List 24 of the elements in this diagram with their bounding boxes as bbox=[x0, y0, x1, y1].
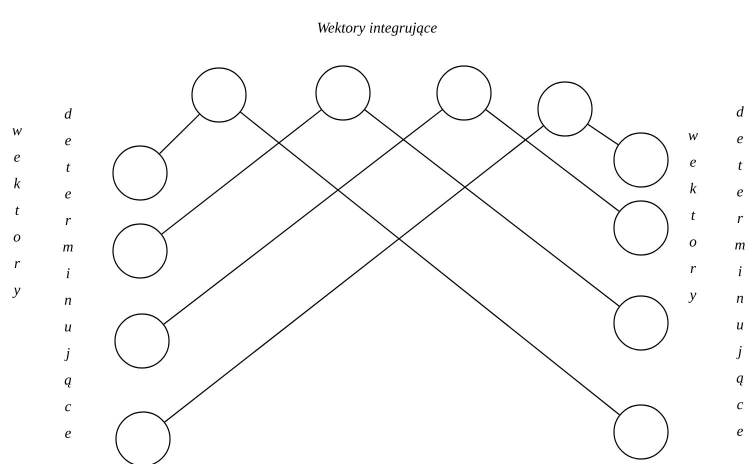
circle-node bbox=[436, 65, 492, 121]
connector-line bbox=[364, 109, 620, 307]
connector-line bbox=[588, 124, 618, 146]
circle-node bbox=[613, 200, 669, 256]
circle-node bbox=[315, 65, 371, 121]
connector-line bbox=[161, 109, 322, 235]
circle-node bbox=[613, 404, 669, 460]
connector-line bbox=[164, 126, 544, 422]
connector-line bbox=[486, 109, 620, 212]
connector-line bbox=[159, 114, 200, 154]
vertical-label: determinujące bbox=[63, 108, 73, 438]
vertical-label: wektory bbox=[688, 133, 698, 303]
connector-line bbox=[240, 112, 620, 416]
circle-node bbox=[114, 313, 170, 369]
circle-node bbox=[112, 223, 168, 279]
circle-node bbox=[613, 295, 669, 351]
title: Wektory integrujące bbox=[318, 22, 437, 36]
vertical-label: wektory bbox=[12, 128, 22, 298]
connector-line bbox=[164, 109, 442, 325]
circle-node bbox=[613, 132, 669, 188]
circle-node bbox=[191, 67, 247, 123]
vertical-label: determinujące bbox=[735, 106, 745, 436]
circle-node bbox=[537, 81, 593, 137]
circle-node bbox=[112, 145, 168, 201]
